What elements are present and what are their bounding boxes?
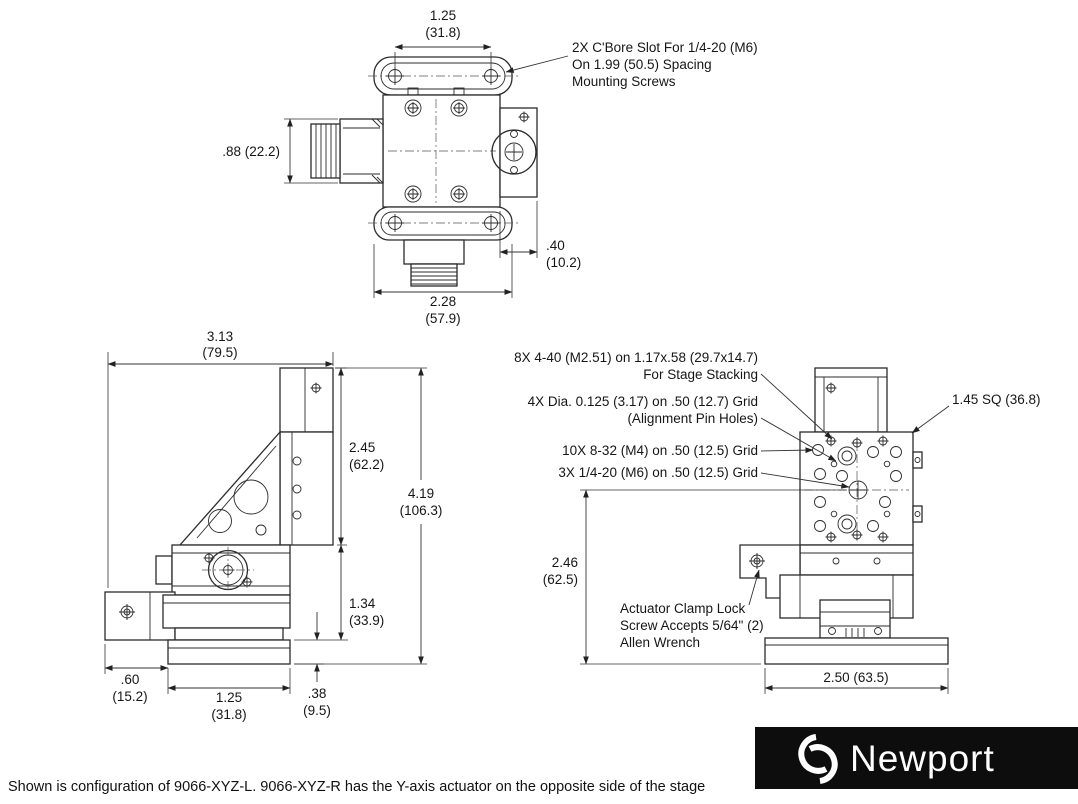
x-actuator: [310, 118, 384, 184]
dim-upper-height: 2.45 (62.2): [335, 367, 384, 546]
callout-line: (Alignment Pin Holes): [627, 411, 758, 426]
callout-line: Mounting Screws: [572, 74, 676, 89]
dim-metric: (31.8): [211, 707, 246, 722]
dim-metric: (62.5): [543, 572, 578, 587]
dim-body-width: 2.28 (57.9): [373, 244, 513, 326]
callout-line: For Stage Stacking: [643, 367, 758, 382]
cbore-callout: 2X C'Bore Slot For 1/4-20 (M6) On 1.99 (…: [505, 40, 758, 89]
dim-lower-height: 1.34 (33.9): [294, 544, 384, 641]
side-view-geometry: [104, 367, 334, 665]
dim-value: .60: [121, 672, 140, 687]
square-size-callout: 1.45 SQ (36.8): [911, 392, 1041, 434]
callout-line: 1.45 SQ (36.8): [952, 392, 1041, 407]
top-view: 1.25 (31.8) 2X C'Bore Slot For 1/4-20 (M…: [222, 8, 757, 326]
dim-value: 2.50 (63.5): [823, 670, 888, 685]
dim-value: 3.13: [207, 329, 233, 344]
dim-front-base-width: 2.50 (63.5): [764, 668, 949, 694]
top-screw: [450, 185, 468, 203]
dim-metric: (31.8): [425, 25, 460, 40]
dim-value: .38: [308, 686, 327, 701]
y-actuator: [403, 239, 465, 287]
callout-line: 3X 1/4-20 (M6) on .50 (12.5) Grid: [558, 465, 758, 480]
dim-actuator-height: .88 (22.2): [222, 118, 338, 184]
callout-line: Screw Accepts 5/64" (2): [620, 618, 764, 633]
dim-value: 2.28: [430, 294, 456, 309]
logo-wordmark: Newport: [850, 738, 995, 779]
pin-holes-callout: 4X Dia. 0.125 (3.17) on .50 (12.7) Grid …: [528, 394, 837, 462]
dim-plate-thickness: .38 (9.5): [294, 612, 331, 718]
side-view: 3.13 (79.5) 2.45 (62.2) 4.19 (106.3) 1.3…: [104, 329, 443, 722]
newport-logo-icon: [798, 734, 838, 784]
dim-base-width: 1.25 (31.8): [167, 668, 291, 722]
dim-metric: (79.5): [202, 345, 237, 360]
dim-slot-spacing: 1.25 (31.8): [394, 8, 492, 67]
mounting-hole-pattern: [812, 435, 902, 543]
callout-line: Actuator Clamp Lock: [620, 601, 746, 616]
dim-overall-height: 4.19 (106.3): [294, 367, 443, 665]
callout-line: 2X C'Bore Slot For 1/4-20 (M6): [572, 40, 758, 55]
dim-value: 1.34: [349, 596, 376, 611]
callout-line: 10X 8-32 (M4) on .50 (12.5) Grid: [562, 443, 758, 458]
callout-line: On 1.99 (50.5) Spacing: [572, 57, 712, 72]
dim-value: 2.46: [552, 555, 578, 570]
dim-value: .40: [546, 238, 565, 253]
dim-value: 4.19: [408, 486, 434, 501]
z-knob-assembly: [491, 107, 538, 198]
dim-metric: (57.9): [425, 311, 460, 326]
dim-metric: (33.9): [349, 613, 384, 628]
callout-line: 4X Dia. 0.125 (3.17) on .50 (12.7) Grid: [528, 394, 758, 409]
callout-line: 8X 4-40 (M2.51) on 1.17x.58 (29.7x14.7): [514, 350, 758, 365]
newport-logo: Newport: [755, 727, 1078, 789]
screw-1420-callout: 3X 1/4-20 (M6) on .50 (12.5) Grid: [558, 465, 850, 489]
dim-face-height: 2.46 (62.5): [543, 489, 846, 665]
dim-metric: (106.3): [400, 503, 443, 518]
dim-metric: (15.2): [112, 689, 147, 704]
dim-value: 1.25: [430, 8, 456, 23]
callout-line: Allen Wrench: [620, 635, 700, 650]
stacking-callout: 8X 4-40 (M2.51) on 1.17x.58 (29.7x14.7) …: [514, 350, 833, 440]
front-view: 8X 4-40 (M2.51) on 1.17x.58 (29.7x14.7) …: [514, 350, 1041, 694]
front-view-geometry: [739, 367, 949, 665]
clamp-callout: Actuator Clamp Lock Screw Accepts 5/64" …: [620, 569, 764, 650]
dim-value: .88 (22.2): [222, 144, 280, 159]
top-view-geometry: [310, 56, 538, 287]
dim-value: 1.25: [216, 690, 242, 705]
dim-value: 2.45: [349, 440, 375, 455]
dim-right-offset: .40 (10.2): [499, 201, 581, 270]
top-screw: [404, 185, 422, 203]
top-screw: [450, 99, 468, 117]
dim-metric: (10.2): [546, 255, 581, 270]
dim-metric: (62.2): [349, 457, 384, 472]
screw-832-callout: 10X 8-32 (M4) on .50 (12.5) Grid: [562, 443, 814, 458]
dim-metric: (9.5): [303, 703, 331, 718]
dim-overall-width: 3.13 (79.5): [107, 329, 334, 588]
dim-bracket-offset: .60 (15.2): [104, 644, 169, 704]
caption: Shown is configuration of 9066-XYZ-L. 90…: [8, 779, 705, 795]
top-screw: [404, 99, 422, 117]
